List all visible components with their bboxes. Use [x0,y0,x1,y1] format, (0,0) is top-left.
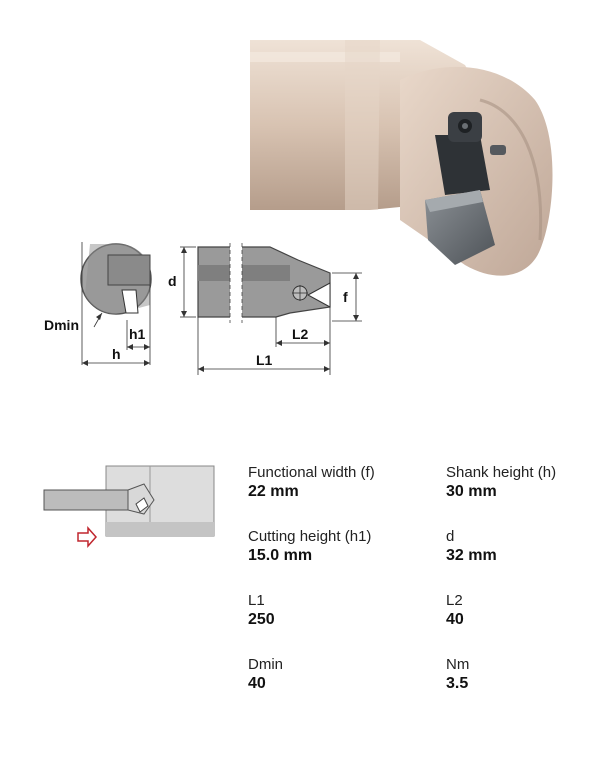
spec-shank-height: Shank height (h) 30 mm [446,464,600,502]
spec-label: L2 [446,592,463,609]
spec-value: 40 [446,611,464,628]
spec-label: Functional width (f) [248,464,375,481]
spec-value: 250 [248,611,275,628]
dim-label-d: d [168,273,177,289]
side-view [180,243,362,375]
spec-value: 15.0 mm [248,547,313,564]
dim-label-h: h [112,346,121,362]
dimension-drawing: Dmin h1 h d f L2 L1 [30,235,370,385]
spec-functional-width: Functional width (f) 22 mm [248,464,418,502]
spec-label: Dmin [248,656,284,673]
dim-label-l1: L1 [256,352,273,368]
spec-cutting-height: Cutting height (h1) 15.0 mm [248,528,418,566]
spec-label: L1 [248,592,265,609]
spec-value: 30 mm [446,483,497,500]
application-sketch [40,460,220,560]
dim-label-l2: L2 [292,326,309,342]
dim-label-h1: h1 [129,326,146,342]
spec-l2: L2 40 [446,592,600,630]
spec-label: d [446,528,455,545]
spec-l1: L1 250 [248,592,418,630]
spec-label: Nm [446,656,470,673]
spec-dmin: Dmin 40 [248,656,418,694]
spec-value: 40 [248,675,266,692]
spec-value: 32 mm [446,547,497,564]
end-view [80,242,152,366]
dim-label-f: f [343,289,348,305]
spec-value: 22 mm [248,483,299,500]
spec-nm: Nm 3.5 [446,656,600,694]
feed-arrow-icon [77,526,98,548]
spec-d: d 32 mm [446,528,600,566]
spec-value: 3.5 [446,675,469,692]
spec-label: Cutting height (h1) [248,528,372,545]
spec-label: Shank height (h) [446,464,557,481]
product-photo [250,40,560,300]
dim-label-dmin: Dmin [44,317,79,333]
